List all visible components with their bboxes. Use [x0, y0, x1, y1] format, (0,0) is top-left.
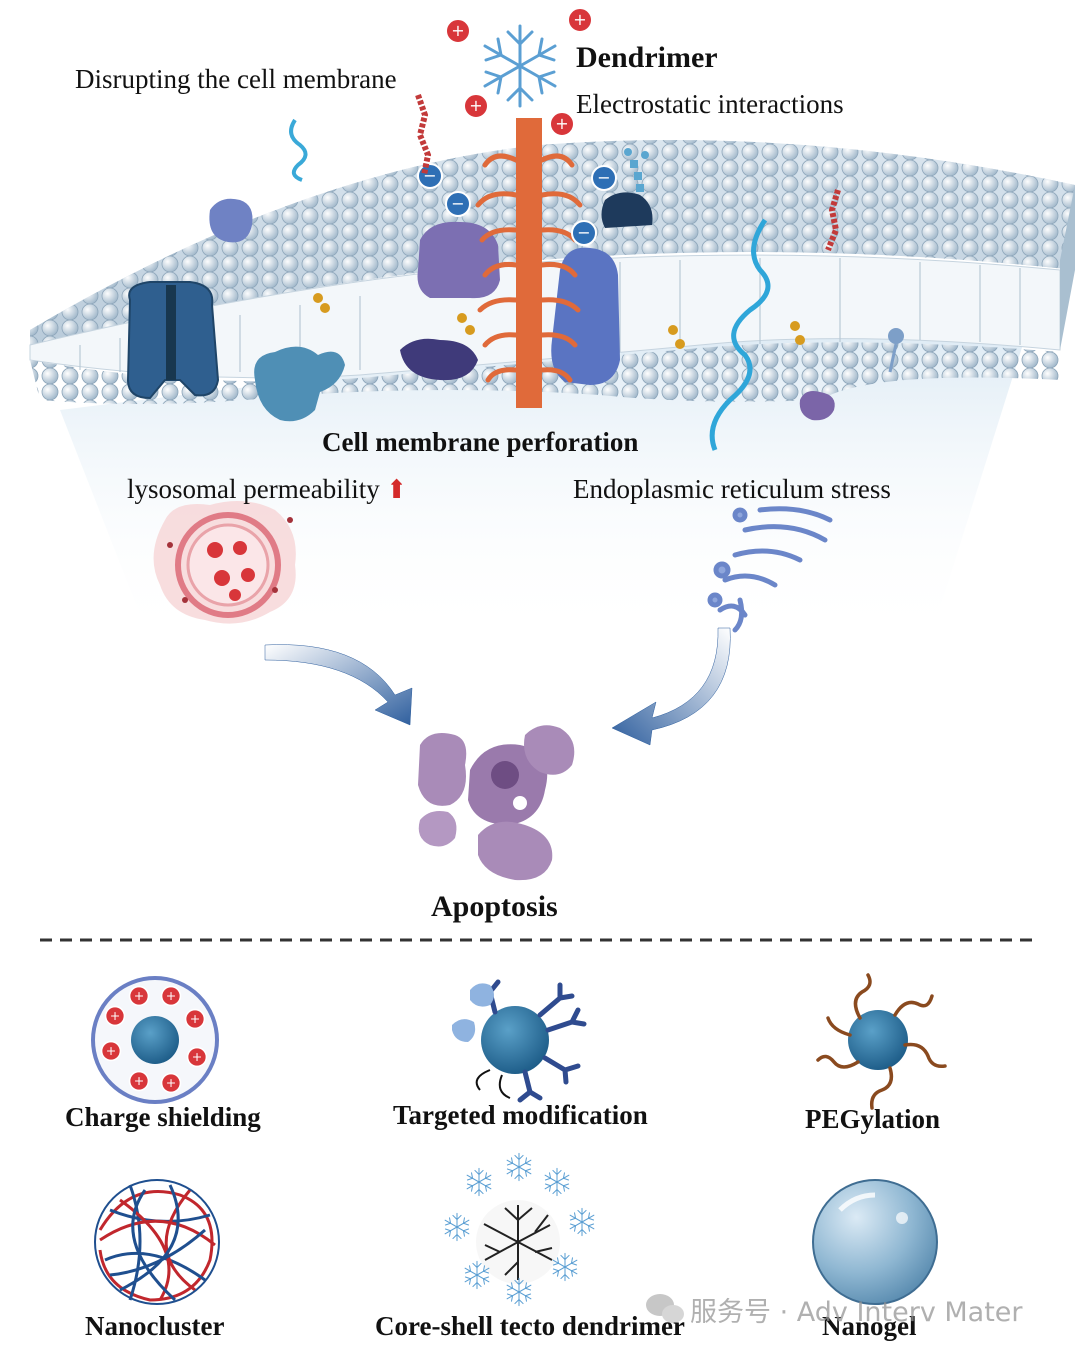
glycan-chain — [624, 148, 649, 192]
label-er-stress: Endoplasmic reticulum stress — [573, 474, 891, 504]
membrane-proteins — [126, 192, 904, 422]
peptide-chain — [825, 189, 841, 252]
apoptosis-cell-icon — [418, 725, 575, 881]
label-pegylation: PEGylation — [805, 1104, 941, 1134]
peptide-strand — [289, 118, 308, 182]
arrow-er-to-apoptosis — [611, 627, 731, 746]
nanocluster-icon — [94, 1179, 220, 1305]
label-dendrimer: Dendrimer — [576, 41, 718, 74]
core-shell-tecto-dendrimer-icon — [444, 1152, 595, 1307]
label-nanocluster: Nanocluster — [85, 1311, 225, 1341]
targeted-modification-icon — [452, 979, 587, 1103]
up-arrow-icon: ⬆ — [385, 475, 408, 504]
label-targeted-modification: Targeted modification — [393, 1100, 648, 1130]
nanogel-icon — [812, 1179, 938, 1305]
label-charge-shielding: Charge shielding — [65, 1102, 261, 1132]
dna-strand — [709, 218, 771, 451]
endoplasmic-reticulum-icon — [707, 506, 833, 633]
peptide-chain — [415, 94, 432, 176]
arrow-lysosome-to-apoptosis — [264, 644, 413, 726]
charge-shielding-icon — [91, 976, 219, 1104]
wechat-logo-icon — [646, 1294, 684, 1323]
label-core-shell-tecto-dendrimer: Core-shell tecto dendrimer — [375, 1311, 685, 1341]
label-electrostatic-interactions: Electrostatic interactions — [576, 89, 844, 119]
dendrimer-rod — [475, 118, 583, 408]
label-lysosomal-permeability: lysosomal permeability⬆ — [127, 474, 408, 504]
label-nanogel: Nanogel — [822, 1311, 917, 1341]
dendrimer-snowflake-icon — [483, 24, 557, 108]
label-disrupting-membrane: Disrupting the cell membrane — [75, 64, 397, 94]
label-membrane-perforation: Cell membrane perforation — [322, 427, 639, 457]
lysosome-icon — [153, 501, 296, 624]
label-apoptosis: Apoptosis — [431, 890, 558, 923]
pegylation-icon — [816, 973, 947, 1110]
watermark: 服务号 · Adv Interv Mater — [690, 1297, 1023, 1328]
